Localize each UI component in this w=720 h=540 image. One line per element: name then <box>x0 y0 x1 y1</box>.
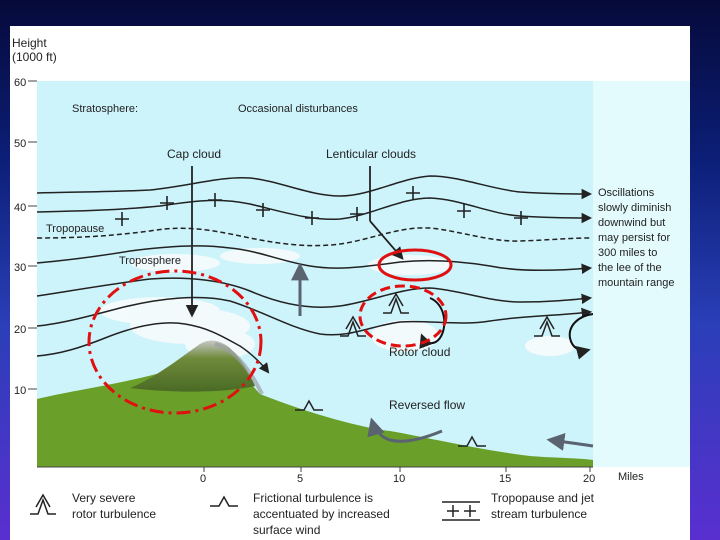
flow-line-4 <box>36 277 593 308</box>
reversed-flow-arrow <box>367 417 443 443</box>
x-tick-20: 20 <box>583 473 595 485</box>
mountain-wave-diagram: Height (1000 ft) 60 50 40 30 20 10 0 5 1… <box>12 36 690 537</box>
note-line: Oscillations <box>598 187 655 199</box>
legend: Very severe rotor turbulence Frictional … <box>30 491 595 537</box>
rotor-highlight-circle <box>358 284 448 348</box>
mountain-peak <box>130 340 255 392</box>
y-axis-ticks <box>28 80 37 390</box>
note-line: 300 miles to <box>598 247 657 259</box>
y-tick-30: 30 <box>14 262 26 274</box>
y-axis-title-line2: (1000 ft) <box>12 50 57 64</box>
frictional-turbulence-symbol <box>210 495 238 507</box>
legend-frictional-line3: surface wind <box>253 523 320 537</box>
frictional-turbulence-markers <box>295 399 486 447</box>
plus-symbol <box>160 196 174 210</box>
y-tick-40: 40 <box>14 202 26 214</box>
flow-line-2 <box>36 197 593 224</box>
cloud-layer <box>100 248 575 359</box>
flow-line-5 <box>36 296 593 336</box>
rotor-turbulence-markers <box>340 292 560 337</box>
reversed-flow-label: Reversed flow <box>389 398 465 412</box>
stratosphere-label: Stratosphere: <box>72 103 138 115</box>
x-tick-5: 5 <box>297 473 303 485</box>
x-tick-10: 10 <box>393 473 405 485</box>
legend-jet-line2: stream turbulence <box>491 507 587 521</box>
legend-jet-line1: Tropopause and jet <box>491 491 595 505</box>
note-line: slowly diminish <box>598 202 671 214</box>
plus-symbol <box>350 207 364 221</box>
rotor-turbulence-symbol <box>383 292 409 314</box>
legend-frictional-line2: accentuated by increased <box>253 507 390 521</box>
oscillation-note: Oscillations slowly diminish downwind bu… <box>598 187 674 289</box>
rotor-2 <box>568 313 594 360</box>
plus-symbol <box>305 211 319 225</box>
frictional-turbulence-symbol <box>295 399 323 411</box>
plus-symbol <box>256 203 270 217</box>
tropopause-line <box>36 227 591 247</box>
lenticular-clouds-label: Lenticular clouds <box>326 147 416 161</box>
flow-line-3 <box>36 245 593 274</box>
x-axis-unit: Miles <box>618 471 644 483</box>
slide: Height (1000 ft) 60 50 40 30 20 10 0 5 1… <box>10 26 690 540</box>
frictional-turbulence-symbol <box>458 435 486 447</box>
y-tick-50: 50 <box>14 138 26 150</box>
legend-rotor-line2: rotor turbulence <box>72 507 156 521</box>
x-axis-tickmarks <box>203 467 591 472</box>
note-line: downwind but <box>598 217 665 229</box>
downwind-fade <box>593 81 690 467</box>
plus-symbol <box>514 211 528 225</box>
plus-symbol <box>406 186 420 200</box>
plus-symbol <box>115 212 129 226</box>
rotor-cloud-label: Rotor cloud <box>389 345 450 359</box>
flow-line-6 <box>36 322 270 374</box>
y-tick-60: 60 <box>14 77 26 89</box>
y-tick-10: 10 <box>14 385 26 397</box>
reversed-flow-arrow-2 <box>546 432 594 451</box>
jet-turbulence-symbols <box>115 186 528 226</box>
tropopause-jet-symbol <box>442 501 480 521</box>
airflow-lines <box>36 175 593 374</box>
note-line: the lee of the <box>598 262 662 274</box>
y-axis-title-line1: Height <box>12 36 47 50</box>
flow-line-1 <box>36 175 593 200</box>
lenticular-highlight-circle <box>377 248 453 282</box>
troposphere-label: Troposphere <box>119 255 181 267</box>
rotor-turbulence-symbol <box>340 315 366 337</box>
rotor-turbulence-symbol <box>30 493 56 515</box>
note-line: may persist for <box>598 232 670 244</box>
x-tick-0: 0 <box>200 473 206 485</box>
plus-symbol <box>457 204 471 218</box>
occasional-disturbances-label: Occasional disturbances <box>238 103 358 115</box>
y-tick-20: 20 <box>14 324 26 336</box>
tropopause-label: Tropopause <box>46 223 104 235</box>
legend-rotor-line1: Very severe <box>72 491 136 505</box>
x-tick-15: 15 <box>499 473 511 485</box>
note-line: mountain range <box>598 277 674 289</box>
rotor-turbulence-symbol <box>534 315 560 337</box>
cap-cloud-label: Cap cloud <box>167 147 221 161</box>
plus-symbol <box>208 193 222 207</box>
legend-frictional-line1: Frictional turbulence is <box>253 491 373 505</box>
mountain-highlight-circle <box>87 269 263 415</box>
lee-slope-shading <box>214 342 264 395</box>
